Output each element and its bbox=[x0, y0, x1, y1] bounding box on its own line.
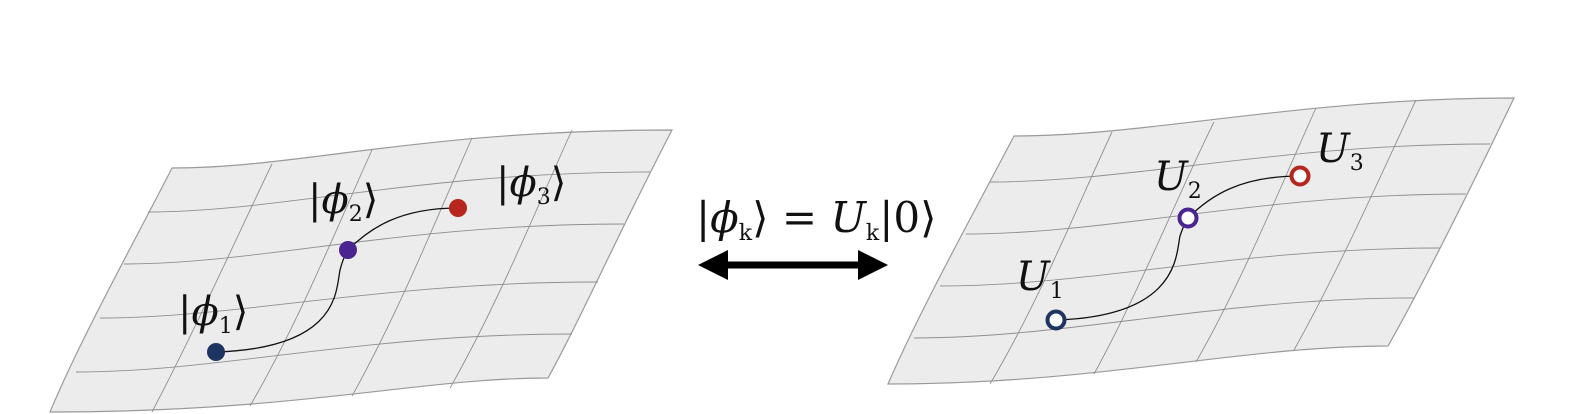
left-grid-v1 bbox=[151, 163, 273, 413]
left-trajectory bbox=[215, 207, 459, 353]
right-manifold: U1 U2 U3 bbox=[887, 97, 1515, 385]
unitary-label-2: U2 bbox=[1154, 154, 1202, 204]
left-grid-v3 bbox=[351, 137, 473, 397]
left-grid-h3 bbox=[99, 281, 599, 319]
right-grid-v4 bbox=[1293, 99, 1417, 351]
left-grid-v4 bbox=[449, 129, 573, 389]
state-label-2: |ϕ2⟩ bbox=[308, 177, 378, 227]
left-grid-v2 bbox=[249, 149, 373, 407]
unitary-point-2 bbox=[1177, 207, 1199, 229]
left-grid-h4 bbox=[75, 333, 573, 373]
equation: |ϕk⟩ = Uk|0⟩ bbox=[696, 193, 936, 246]
left-grid-h1 bbox=[147, 171, 651, 213]
double-arrow bbox=[698, 250, 888, 280]
right-grid-h3 bbox=[939, 247, 1441, 287]
left-manifold: |ϕ1⟩ |ϕ2⟩ |ϕ3⟩ bbox=[49, 129, 673, 413]
unitary-label-1: U1 bbox=[1016, 254, 1064, 304]
unitary-label-3: U3 bbox=[1316, 126, 1364, 176]
center-relation: |ϕk⟩ = Uk|0⟩ bbox=[696, 193, 936, 280]
right-grid-h1 bbox=[989, 143, 1491, 183]
state-point-2 bbox=[339, 241, 357, 259]
right-grid-v2 bbox=[1093, 121, 1215, 375]
right-grid-v1 bbox=[989, 131, 1113, 385]
state-point-1 bbox=[207, 343, 225, 361]
unitary-point-3 bbox=[1289, 165, 1311, 187]
right-grid-h4 bbox=[913, 297, 1415, 339]
state-label-3: |ϕ3⟩ bbox=[496, 160, 566, 210]
left-grid-h2 bbox=[123, 223, 625, 265]
right-grid-v3 bbox=[1195, 107, 1317, 363]
state-label-1: |ϕ1⟩ bbox=[178, 289, 248, 339]
unitary-point-1 bbox=[1045, 309, 1067, 331]
state-point-3 bbox=[449, 199, 467, 217]
right-sheet bbox=[887, 97, 1515, 385]
left-sheet bbox=[49, 129, 673, 413]
